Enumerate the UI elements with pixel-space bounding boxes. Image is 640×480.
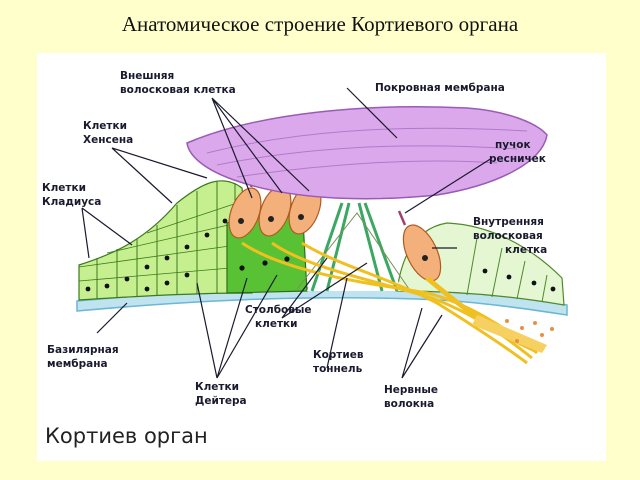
label-corti-tunnel: Кортиев тоннель — [313, 349, 367, 375]
label-basilar-membrane: Базилярная мембрана — [47, 344, 122, 370]
figure-caption: Кортиев орган — [45, 424, 208, 448]
inner-hair-cell — [397, 210, 442, 282]
label-cilia-bundle: пучок ресничек — [489, 139, 546, 165]
label-tectorial-membrane: Покровная мембрана — [375, 82, 505, 94]
label-outer-hair-cell: Внешняя волосковая клетка — [120, 70, 236, 96]
tectorial-membrane — [186, 106, 548, 200]
slide-title: Анатомическое строение Кортиевого органа — [121, 12, 519, 36]
label-claudius-cells: Клетки Кладиуса — [42, 182, 101, 208]
organ-of-corti-figure: Внешняя волосковая клетка Покровная мемб… — [37, 53, 606, 461]
label-pillar-cells: Столбовые клетки — [245, 304, 315, 330]
organ-of-corti-diagram: Внешняя волосковая клетка Покровная мемб… — [42, 70, 568, 448]
label-deiters-cells: Клетки Дейтера — [195, 381, 247, 407]
nerve-fibers — [241, 241, 554, 365]
label-nerve-fibers: Нервные волокна — [384, 384, 442, 410]
label-pointers — [81, 87, 493, 379]
label-hensen-cells: Клетки Хенсена — [83, 120, 133, 146]
label-inner-hair-cell: Внутренняя волосковая клетка — [473, 216, 547, 256]
